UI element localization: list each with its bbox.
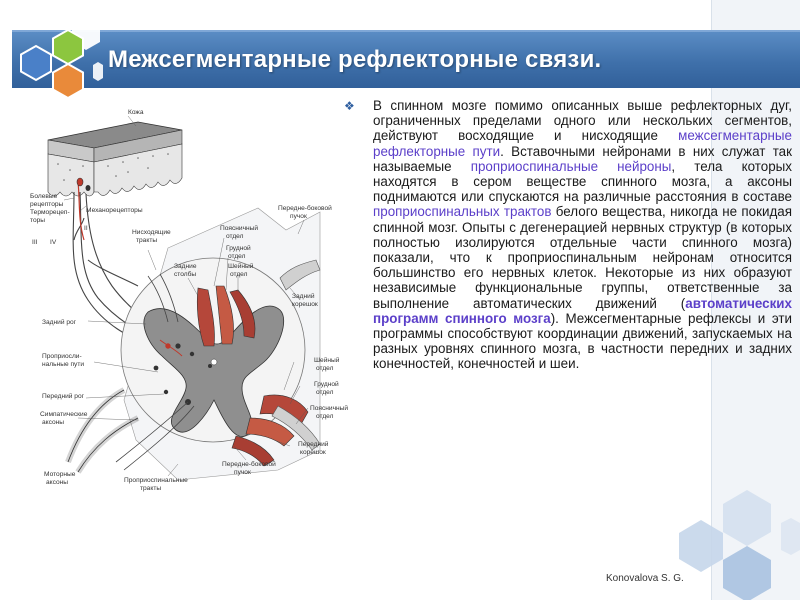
label-anterior-root-2: корешок — [300, 449, 326, 456]
label-cervical-bottom-2: отдел — [316, 365, 334, 372]
label-posterior-root-top-1: Задний — [292, 292, 315, 300]
label-motor-axons-2: аксоны — [46, 479, 68, 486]
label-propriospinal-tracts-2: тракты — [140, 485, 161, 492]
hexagon-blue — [20, 44, 52, 82]
hexagon-green — [52, 28, 84, 66]
bullet-icon: ❖ — [344, 99, 355, 113]
label-anterior-horn: Передний рог — [42, 392, 85, 400]
label-propriospinal-paths-2: нальные пути — [42, 361, 84, 368]
label-lumbar-top-1: Поясничный — [220, 224, 258, 232]
hexagon-white-2 — [93, 62, 103, 81]
label-thermo-receptors-1: Терморецеп- — [30, 209, 70, 216]
body-text-1: В спинном мозге помимо описанных выше ре… — [373, 98, 792, 144]
label-thoracic-top-2: отдел — [228, 253, 246, 260]
label-num-iv: IV — [50, 239, 57, 246]
body-text-2: . Вставочными нейронами в них служат так… — [373, 143, 792, 174]
label-motor-axons-1: Моторные — [44, 471, 76, 478]
label-anterolateral-top-1: Передне-боковой — [278, 204, 332, 212]
label-cervical-top-2: отдел — [230, 271, 248, 278]
label-cervical-bottom-1: Шейный — [314, 356, 340, 364]
label-sympathetic-axons-2: аксоны — [42, 419, 64, 426]
label-pain-receptors-2: рецепторы — [30, 201, 64, 208]
slide-title: Межсегментарные рефлекторные связи. — [108, 46, 602, 73]
spinal-cord-column — [65, 207, 321, 481]
label-posterior-horn: Задний рог — [42, 318, 77, 326]
footer-hexagons — [679, 490, 800, 600]
label-descending-tracts-1: Нисходящие — [132, 229, 171, 236]
term-propriospinal-neurons: проприоспинальные нейроны — [470, 158, 672, 174]
author-credit: Konovalova S. G. — [606, 573, 684, 584]
label-descending-tracts-2: тракты — [136, 237, 157, 244]
footer-hexagon-3 — [723, 546, 771, 600]
title-bar — [12, 30, 800, 88]
label-mechanoreceptors: Механорецепторы — [86, 207, 143, 214]
label-num-ii: II — [84, 225, 88, 232]
label-num-iii: III — [32, 239, 38, 246]
label-anterolateral-bottom-1: Передне-боковой — [222, 460, 276, 468]
label-sympathetic-axons-1: Симпатические — [40, 411, 88, 418]
label-anterolateral-top-2: пучок — [290, 213, 307, 220]
footer-hexagon-4 — [781, 518, 800, 555]
label-lumbar-top-2: отдел — [226, 233, 244, 240]
label-thoracic-top-1: Грудной — [226, 244, 251, 252]
label-propriospinal-paths-1: Проприосли- — [42, 353, 82, 360]
term-intersegmental-paths: межсегментарные рефлекторные пути — [373, 128, 792, 159]
skin-block — [47, 121, 183, 197]
label-posterior-columns-2: столбы — [174, 270, 196, 278]
label-posterior-columns-1: Задние — [174, 263, 197, 270]
body-text-4: белого вещества, никогда не покидая спин… — [373, 204, 792, 311]
label-anterolateral-bottom-2: пучок — [234, 469, 251, 476]
spinal-cord-diagram: Кожа Болевые рецепторы Терморецеп- торы … — [28, 100, 362, 500]
label-anterior-root-1: Передний — [298, 440, 329, 448]
label-lumbar-bottom-2: отдел — [316, 413, 334, 420]
hexagon-orange — [52, 62, 84, 100]
body-text-5: ). Межсегментарные рефлексы и эти програ… — [373, 310, 792, 372]
body-text-3: , тела которых находятся в сером веществ… — [373, 158, 792, 205]
footer-hexagon-1 — [723, 490, 771, 546]
term-propriospinal-tracts: проприоспинальных трактов — [373, 204, 552, 220]
label-thoracic-bottom-1: Грудной — [314, 380, 339, 388]
label-lumbar-bottom-1: Поясничный — [310, 404, 348, 412]
label-skin: Кожа — [128, 109, 144, 116]
label-thermo-receptors-2: торы — [30, 217, 45, 224]
label-propriospinal-tracts-1: Проприоспинальные — [124, 477, 188, 484]
logo-hexagons — [20, 18, 103, 100]
term-automatic-programs: автоматических программ спинного мозга — [373, 295, 792, 326]
body-paragraph: В спинном мозге помимо описанных выше ре… — [373, 98, 792, 372]
label-cervical-top-1: Шейный — [228, 262, 254, 270]
footer-hexagon-2 — [679, 520, 723, 572]
label-thoracic-bottom-2: отдел — [316, 389, 334, 396]
label-posterior-root-top-2: корешок — [292, 301, 318, 308]
label-pain-receptors-1: Болевые — [30, 193, 58, 200]
